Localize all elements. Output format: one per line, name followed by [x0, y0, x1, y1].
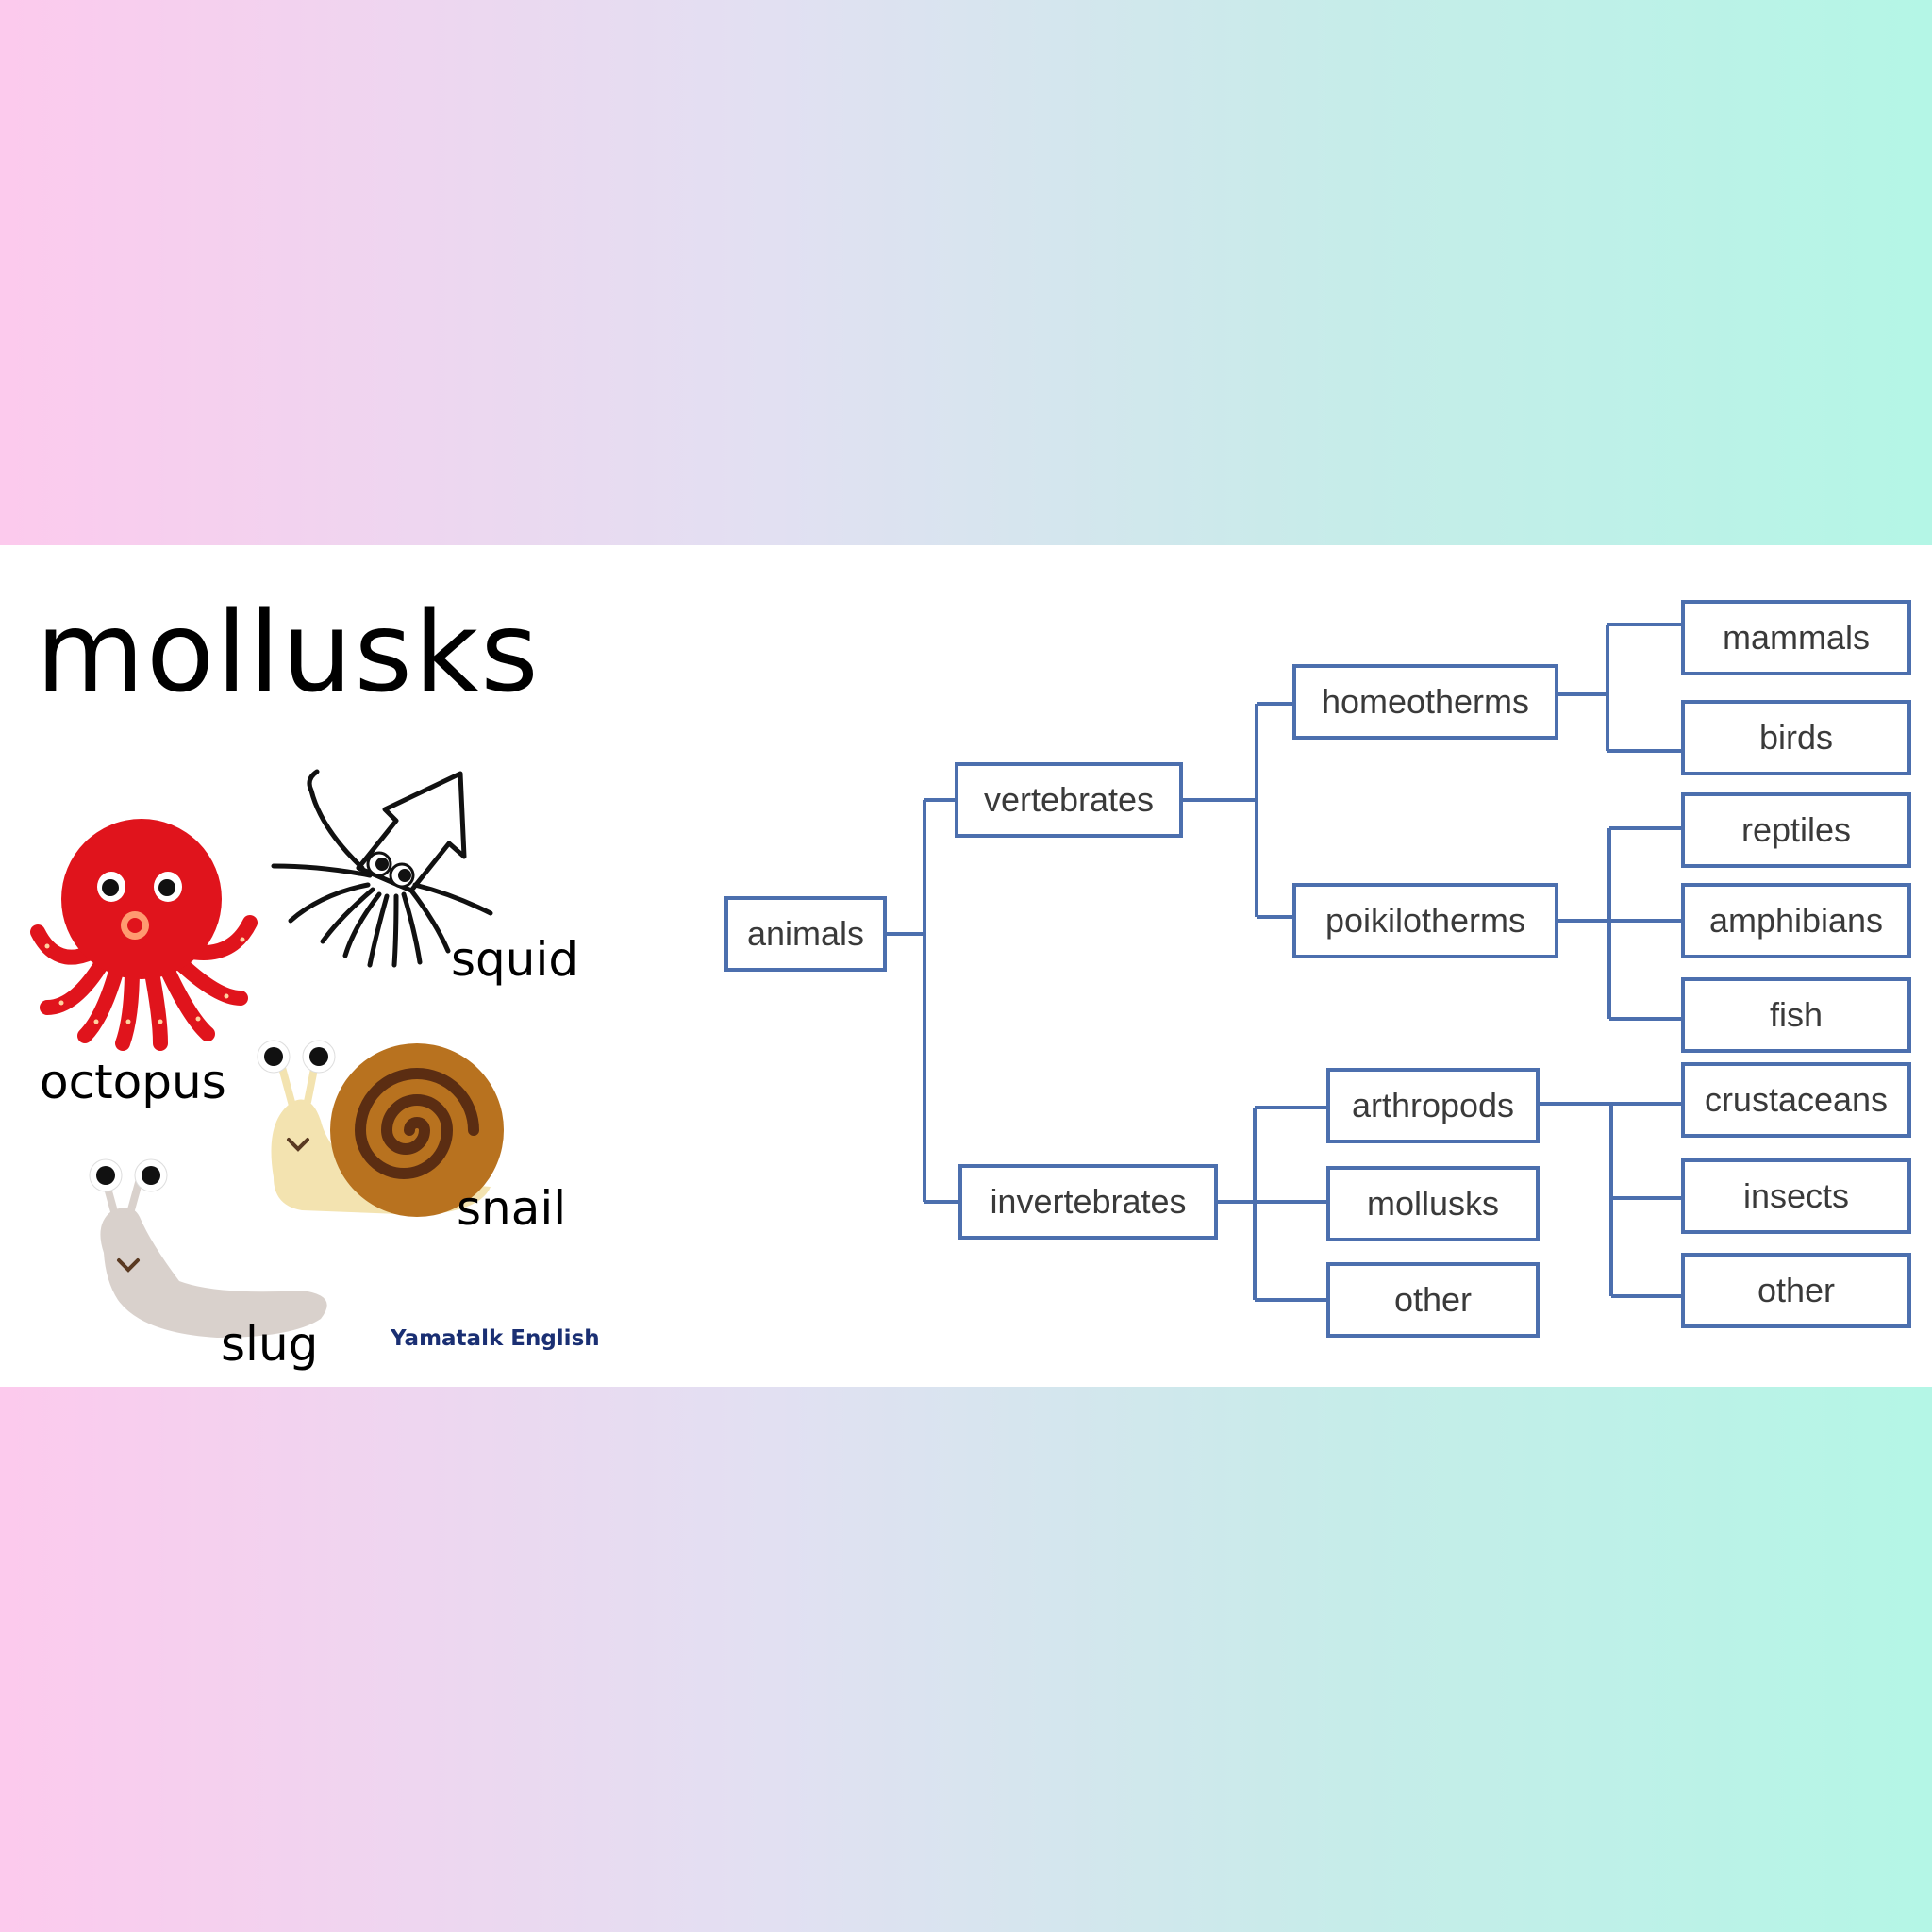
- slug-label: slug: [221, 1317, 319, 1372]
- node-fish: fish: [1681, 977, 1911, 1053]
- node-vertebrates: vertebrates: [955, 762, 1183, 838]
- squid-illustration: [271, 769, 493, 968]
- node-mammals: mammals: [1681, 600, 1911, 675]
- node-crustaceans: crustaceans: [1681, 1062, 1911, 1138]
- slug-illustration: [89, 1158, 327, 1338]
- node-homeotherms: homeotherms: [1292, 664, 1558, 740]
- snail-label: snail: [457, 1181, 567, 1236]
- octopus-illustration: [30, 819, 258, 1051]
- node-arthropods: arthropods: [1326, 1068, 1540, 1143]
- node-poikilotherms: poikilotherms: [1292, 883, 1558, 958]
- node-insects: insects: [1681, 1158, 1911, 1234]
- node-birds: birds: [1681, 700, 1911, 775]
- snail-illustration: [257, 1040, 504, 1217]
- tree-connectors: [887, 623, 1681, 1302]
- node-animals: animals: [724, 896, 887, 972]
- node-invertebrates: invertebrates: [958, 1164, 1218, 1240]
- node-other-invertebrates: other: [1326, 1262, 1540, 1338]
- node-reptiles: reptiles: [1681, 792, 1911, 868]
- node-amphibians: amphibians: [1681, 883, 1911, 958]
- squid-label: squid: [451, 932, 579, 987]
- page-title: mollusks: [36, 587, 541, 717]
- octopus-label: octopus: [40, 1055, 226, 1109]
- node-mollusks: mollusks: [1326, 1166, 1540, 1241]
- credit-text: Yamatalk English: [391, 1326, 600, 1351]
- content-panel: mollusks: [0, 545, 1932, 1387]
- node-other-arthropods: other: [1681, 1253, 1911, 1328]
